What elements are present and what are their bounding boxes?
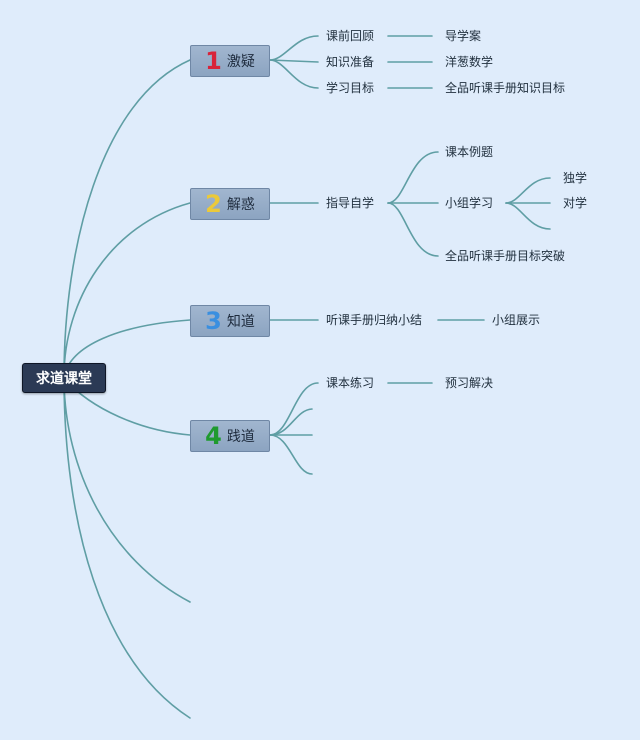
node-b2-item[interactable]: 指导自学: [326, 196, 375, 210]
connector-b2-leaf1: [505, 177, 551, 204]
node-b1-item-3[interactable]: 学习目标: [326, 81, 375, 95]
node-b1-leaf-2[interactable]: 洋葱数学: [445, 55, 494, 69]
connector-b1-item2: [269, 59, 319, 63]
node-b1-leaf-3[interactable]: 全品听课手册知识目标: [445, 81, 566, 95]
connector-b1-item1: [269, 35, 319, 61]
connector-b4-empty-3: [269, 434, 313, 475]
root-node[interactable]: 求道课堂: [22, 363, 106, 393]
branch-number-3: 3: [205, 307, 222, 335]
root-label: 求道课堂: [36, 371, 92, 387]
connector-b1-item3: [269, 59, 319, 89]
node-b1-item-2[interactable]: 知识准备: [326, 55, 375, 69]
branch-label-4: 践道: [226, 429, 255, 445]
branch-label-3: 知道: [226, 314, 255, 330]
branch-label-1: 激疑: [226, 54, 255, 70]
branch-node-3[interactable]: 3 知道: [190, 305, 270, 337]
branch-number-2: 2: [205, 190, 222, 218]
node-b2-sub-1[interactable]: 课本例题: [445, 145, 494, 159]
node-b2-leaf-1[interactable]: 独学: [563, 171, 588, 185]
branch-number-4: 4: [205, 422, 222, 450]
node-b2-sub-2[interactable]: 小组学习: [445, 196, 494, 210]
node-b3-leaf[interactable]: 小组展示: [492, 313, 541, 327]
branch-label-2: 解惑: [226, 197, 255, 213]
connector-b2-sub1: [387, 151, 439, 204]
node-b3-item[interactable]: 听课手册归纳小结: [326, 313, 423, 327]
branch-node-4[interactable]: 4 践道: [190, 420, 270, 452]
connector-root-empty-1: [63, 376, 191, 603]
branch-number-1: 1: [205, 47, 222, 75]
node-b4-item[interactable]: 课本练习: [326, 376, 375, 390]
connector-root-b2: [63, 202, 191, 378]
node-b2-sub-3[interactable]: 全品听课手册目标突破: [445, 249, 566, 263]
connector-root-b1: [63, 59, 191, 378]
node-b1-leaf-1[interactable]: 导学案: [445, 29, 482, 43]
node-b2-leaf-2[interactable]: 对学: [563, 196, 588, 210]
connector-root-empty-2: [63, 376, 191, 719]
branch-node-2[interactable]: 2 解惑: [190, 188, 270, 220]
connector-b2-sub3: [387, 202, 439, 257]
branch-node-1[interactable]: 1 激疑: [190, 45, 270, 77]
node-b1-item-1[interactable]: 课前回顾: [326, 29, 375, 43]
node-b4-leaf[interactable]: 预习解决: [445, 376, 494, 390]
connector-b2-leaf-empty: [505, 202, 551, 230]
